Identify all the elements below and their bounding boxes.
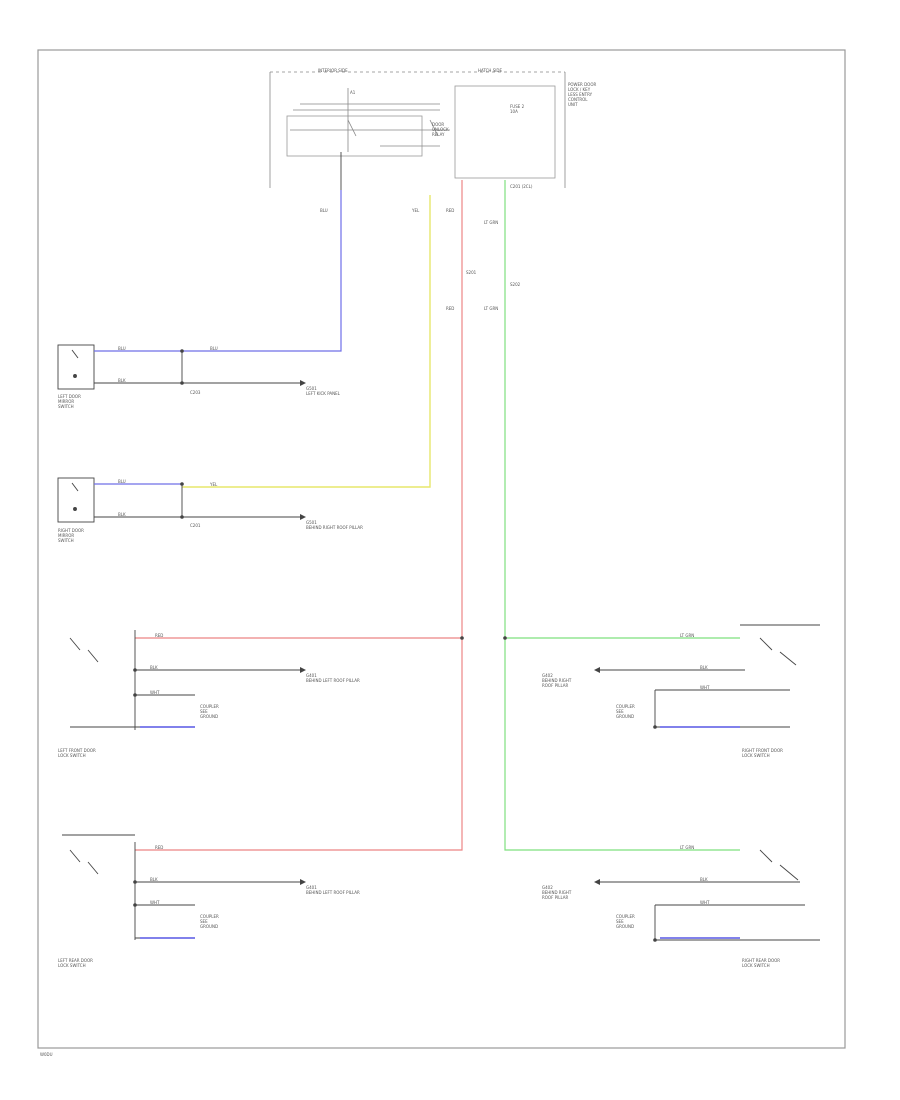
- rr-lock-switch: [759, 849, 799, 881]
- left-mirror-switch: [57, 344, 95, 390]
- splice-label-c203: C203: [190, 390, 201, 395]
- diagram-frame: [37, 49, 846, 1049]
- wire-label-blk-lr: BLK: [150, 877, 158, 882]
- ground-label-g4: G401 BEHIND LEFT ROOF PILLAR: [306, 885, 360, 895]
- wire-label-wht-lr: WHT: [150, 900, 160, 905]
- wire-label-grn-rr: LT GRN: [680, 845, 695, 850]
- label-unlock-relay: DOOR UNLOCK RELAY: [432, 122, 449, 137]
- lr-lock-switch: [69, 849, 99, 875]
- wire-label-wht-rf: WHT: [700, 685, 710, 690]
- label-left-mirror-switch: LEFT DOOR MIRROR SWITCH: [58, 394, 81, 409]
- label-coupler-4: COUPLER SEE GROUND: [616, 914, 635, 929]
- splice-dots: [133, 349, 657, 942]
- label-connector: C201 (2CL): [510, 184, 533, 189]
- wire-label-red-mid: RED: [446, 306, 455, 311]
- label-pin-a1: A1: [350, 90, 356, 95]
- wire-blue-lower: [140, 726, 740, 939]
- wire-label-yel-top: YEL: [412, 208, 420, 213]
- wire-label-yel-rm: YEL: [210, 482, 218, 487]
- wire-label-red-lf: RED: [155, 633, 164, 638]
- label-interior-side: INTERIOR SIDE: [318, 68, 348, 73]
- wire-blue: [94, 190, 342, 485]
- splice-label-s201: S201: [466, 270, 477, 275]
- wire-label-wht-lf: WHT: [150, 690, 160, 695]
- label-rf-lock-switch: RIGHT FRONT DOOR LOCK SWITCH: [742, 748, 783, 758]
- label-lf-lock-switch: LEFT FRONT DOOR LOCK SWITCH: [58, 748, 96, 758]
- wire-label-blk-rm: BLK: [118, 512, 126, 517]
- wire-label-blk-rr: BLK: [700, 877, 708, 882]
- label-hatch-side: HATCH SIDE: [478, 68, 503, 73]
- wire-label-blu-lm: BLU: [118, 346, 126, 351]
- wire-label-wht-rr: WHT: [700, 900, 710, 905]
- ground-arrow-icons: [300, 380, 600, 885]
- wire-label-grn-rf: LT GRN: [680, 633, 695, 638]
- ground-label-g3: G401 BEHIND LEFT ROOF PILLAR: [306, 673, 360, 683]
- right-mirror-switch: [57, 477, 95, 523]
- splice-label-s202: S202: [510, 282, 521, 287]
- control-unit: [269, 71, 566, 188]
- wire-label-blk-lm: BLK: [118, 378, 126, 383]
- ground-label-g6: G402 BEHIND RIGHT ROOF PILLAR: [542, 885, 572, 900]
- label-fuse: FUSE 2 10A: [510, 104, 525, 114]
- wire-label-red-lr: RED: [155, 845, 164, 850]
- ground-label-g5: G402 BEHIND RIGHT ROOF PILLAR: [542, 673, 572, 688]
- wire-label-grn-top: LT GRN: [484, 220, 499, 225]
- label-lr-lock-switch: LEFT REAR DOOR LOCK SWITCH: [58, 958, 93, 968]
- rf-lock-switch: [759, 637, 797, 666]
- wire-label-grn-mid: LT GRN: [484, 306, 499, 311]
- wire-label-red-top: RED: [446, 208, 455, 213]
- wire-green: [504, 180, 740, 851]
- splice-label-c201: C201: [190, 523, 201, 528]
- wire-label-blu-top: BLU: [320, 208, 328, 213]
- label-coupler-2: COUPLER SEE GROUND: [200, 914, 219, 929]
- ground-label-g1: G501 LEFT KICK PANEL: [306, 386, 340, 396]
- label-rr-lock-switch: RIGHT REAR DOOR LOCK SWITCH: [742, 958, 781, 968]
- label-control-unit: POWER DOOR LOCK / KEY LESS ENTRY CONTROL…: [568, 82, 597, 107]
- wire-red: [135, 180, 463, 851]
- wire-yellow: [182, 195, 431, 488]
- label-coupler-3: COUPLER SEE GROUND: [616, 704, 635, 719]
- wire-label-blu-rm: BLU: [118, 479, 126, 484]
- ground-label-g2: G501 BEHIND RIGHT ROOF PILLAR: [306, 520, 363, 530]
- lf-lock-switch: [69, 637, 99, 663]
- label-right-mirror-switch: RIGHT DOOR MIRROR SWITCH: [58, 528, 84, 543]
- wire-label-blk-lf: BLK: [150, 665, 158, 670]
- wire-label-blk-rf: BLK: [700, 665, 708, 670]
- wire-label-blu-lm2: BLU: [210, 346, 218, 351]
- label-coupler-1: COUPLER SEE GROUND: [200, 704, 219, 719]
- wire-black: [62, 152, 820, 941]
- page-code: W0DU: [40, 1052, 53, 1057]
